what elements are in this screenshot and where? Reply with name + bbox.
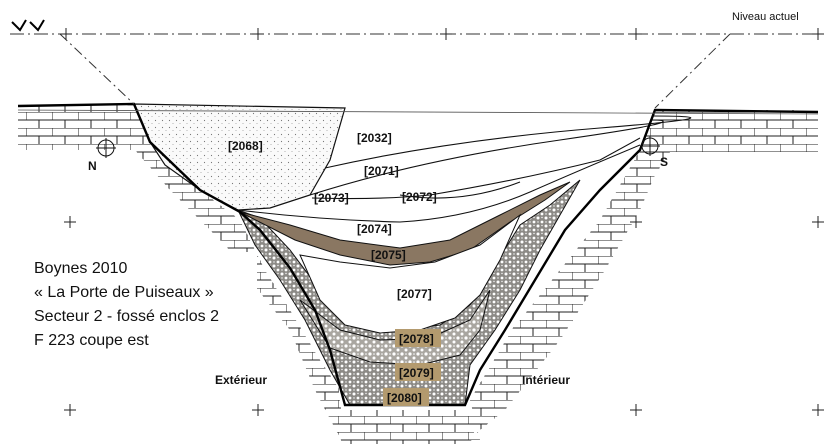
outside-label: Extérieur (215, 373, 267, 387)
layer-2073-label: [2073] (314, 191, 349, 205)
site-legend-bg (32, 252, 257, 354)
south-label: S (660, 155, 668, 169)
layer-2078-label: [2078] (399, 332, 434, 346)
layer-2077 (299, 213, 522, 334)
south-marker-icon (640, 136, 660, 156)
north-label: N (88, 159, 97, 173)
inside-label: Intérieur (522, 373, 570, 387)
layer-2072-label: [2072] (402, 190, 437, 204)
layer-2071-label: [2071] (364, 164, 399, 178)
right-projection-line (654, 33, 731, 109)
left-projection-line (59, 33, 135, 105)
layer-2074-label: [2074] (357, 222, 392, 236)
layer-2079-label-bg (395, 363, 441, 381)
ditch-outline (17, 102, 819, 407)
site-line-3: Secteur 2 - fossé enclos 2 (34, 308, 219, 325)
layer-2077-label: [2077] (397, 287, 432, 301)
layer-2078-gravel (299, 289, 491, 366)
topsoil-symbol-icon (11, 19, 45, 32)
left-bedrock-block (18, 106, 136, 150)
layer-2032-label: [2032] (357, 131, 392, 145)
upper-fill-lines (237, 115, 691, 223)
layer-2078-label-bg (395, 329, 441, 347)
layer-2068-deposit (133, 103, 346, 211)
site-line-2: « La Porte de Puiseaux » (34, 284, 214, 301)
site-line-4: F 223 coupe est (34, 332, 149, 349)
site-line-1: Boynes 2010 (34, 260, 128, 277)
layer-2080-label-bg (383, 388, 429, 406)
current-level-label: Niveau actuel (732, 11, 799, 23)
surface-line (17, 109, 819, 115)
layer-2068-label: [2068] (228, 139, 263, 153)
grid-crosses (60, 28, 824, 416)
layer-2079-label: [2079] (399, 366, 434, 380)
layer-2080-label: [2080] (387, 391, 422, 405)
north-marker-icon (96, 138, 116, 158)
right-bedrock-block (658, 112, 818, 152)
layer-2075-brown (239, 181, 571, 266)
layer-2075-label: [2075] (371, 248, 406, 262)
